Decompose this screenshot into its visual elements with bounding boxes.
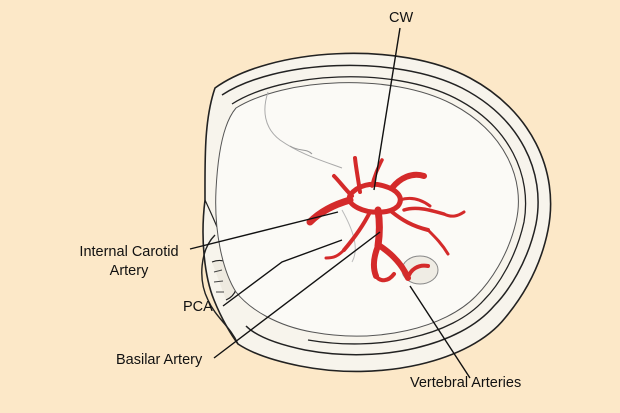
- label-cw: CW: [389, 10, 414, 26]
- cw-leader: [373, 27, 401, 191]
- label-internal-carotid-artery: Internal Carotid Artery: [70, 243, 188, 281]
- leader-lines: [189, 27, 471, 379]
- label-basilar-artery: Basilar Artery: [116, 352, 203, 368]
- pca-leader: [222, 239, 343, 307]
- basilar-leader: [213, 231, 381, 359]
- anterior-branch: [353, 156, 362, 194]
- arterial-tree: [306, 156, 466, 283]
- left-carotid: [306, 196, 354, 226]
- vertebral-leader: [409, 285, 471, 379]
- label-pca: PCA: [183, 299, 213, 315]
- label-internal-carotid-line1: Internal Carotid: [79, 244, 179, 260]
- vertebral-left: [370, 243, 381, 279]
- label-internal-carotid-line2: Artery: [109, 263, 149, 279]
- basilar-trunk: [374, 206, 383, 250]
- internal-carotid-leader: [189, 211, 339, 250]
- label-vertebral-arteries: Vertebral Arteries: [410, 375, 522, 391]
- skull-rim: [221, 64, 539, 356]
- vertebral-right: [377, 243, 411, 281]
